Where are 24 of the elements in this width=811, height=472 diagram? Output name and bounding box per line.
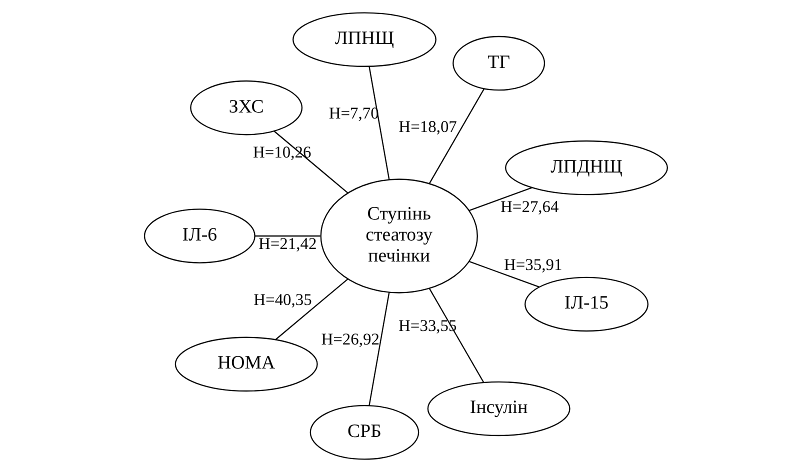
node-ellipse: Ступінь стеатозу печінки [320, 178, 478, 294]
connector [368, 66, 390, 180]
node-ellipse: ЛПДНЩ [504, 140, 668, 196]
connector [428, 288, 484, 383]
node-ellipse: ІЛ-6 [143, 208, 255, 264]
connector [468, 187, 532, 211]
edge-label: H=35,91 [504, 254, 562, 274]
edge-label: H=27,64 [500, 197, 558, 216]
connector [468, 261, 539, 288]
connector [254, 235, 320, 237]
edge-label: H=40,35 [253, 290, 312, 309]
connector [428, 88, 484, 184]
node-ellipse: Інсулін [426, 381, 570, 436]
connector [274, 278, 348, 340]
node-ellipse: СРБ [309, 405, 419, 460]
node-ellipse: НОМА [174, 336, 318, 392]
node-ellipse: ЛПНЩ [292, 12, 436, 67]
node-ellipse: ТГ [452, 36, 545, 91]
node-ellipse: ІЛ-15 [524, 276, 648, 332]
edge-label: H=26,92 [320, 329, 379, 348]
edge-label: H=21,42 [258, 234, 316, 254]
edge-label: H=18,07 [398, 116, 456, 136]
connector [368, 292, 390, 406]
node-ellipse: ЗХС [190, 80, 302, 136]
